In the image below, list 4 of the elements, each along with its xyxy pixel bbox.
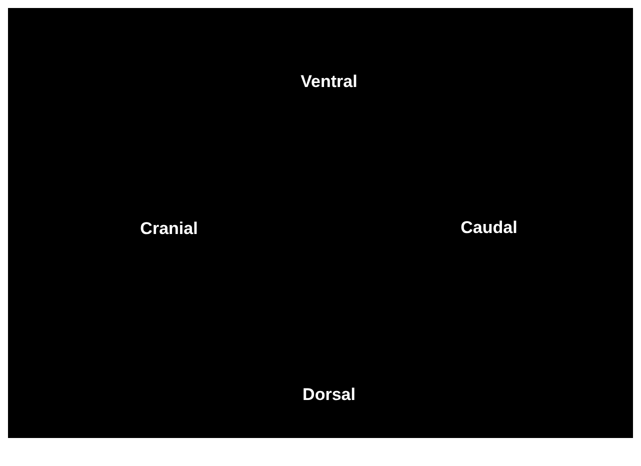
direction-label: Cranial [140,219,198,239]
direction-label: Dorsal [302,385,356,405]
direction-label: Ventral [300,72,358,92]
direction-label: Caudal [460,218,518,238]
